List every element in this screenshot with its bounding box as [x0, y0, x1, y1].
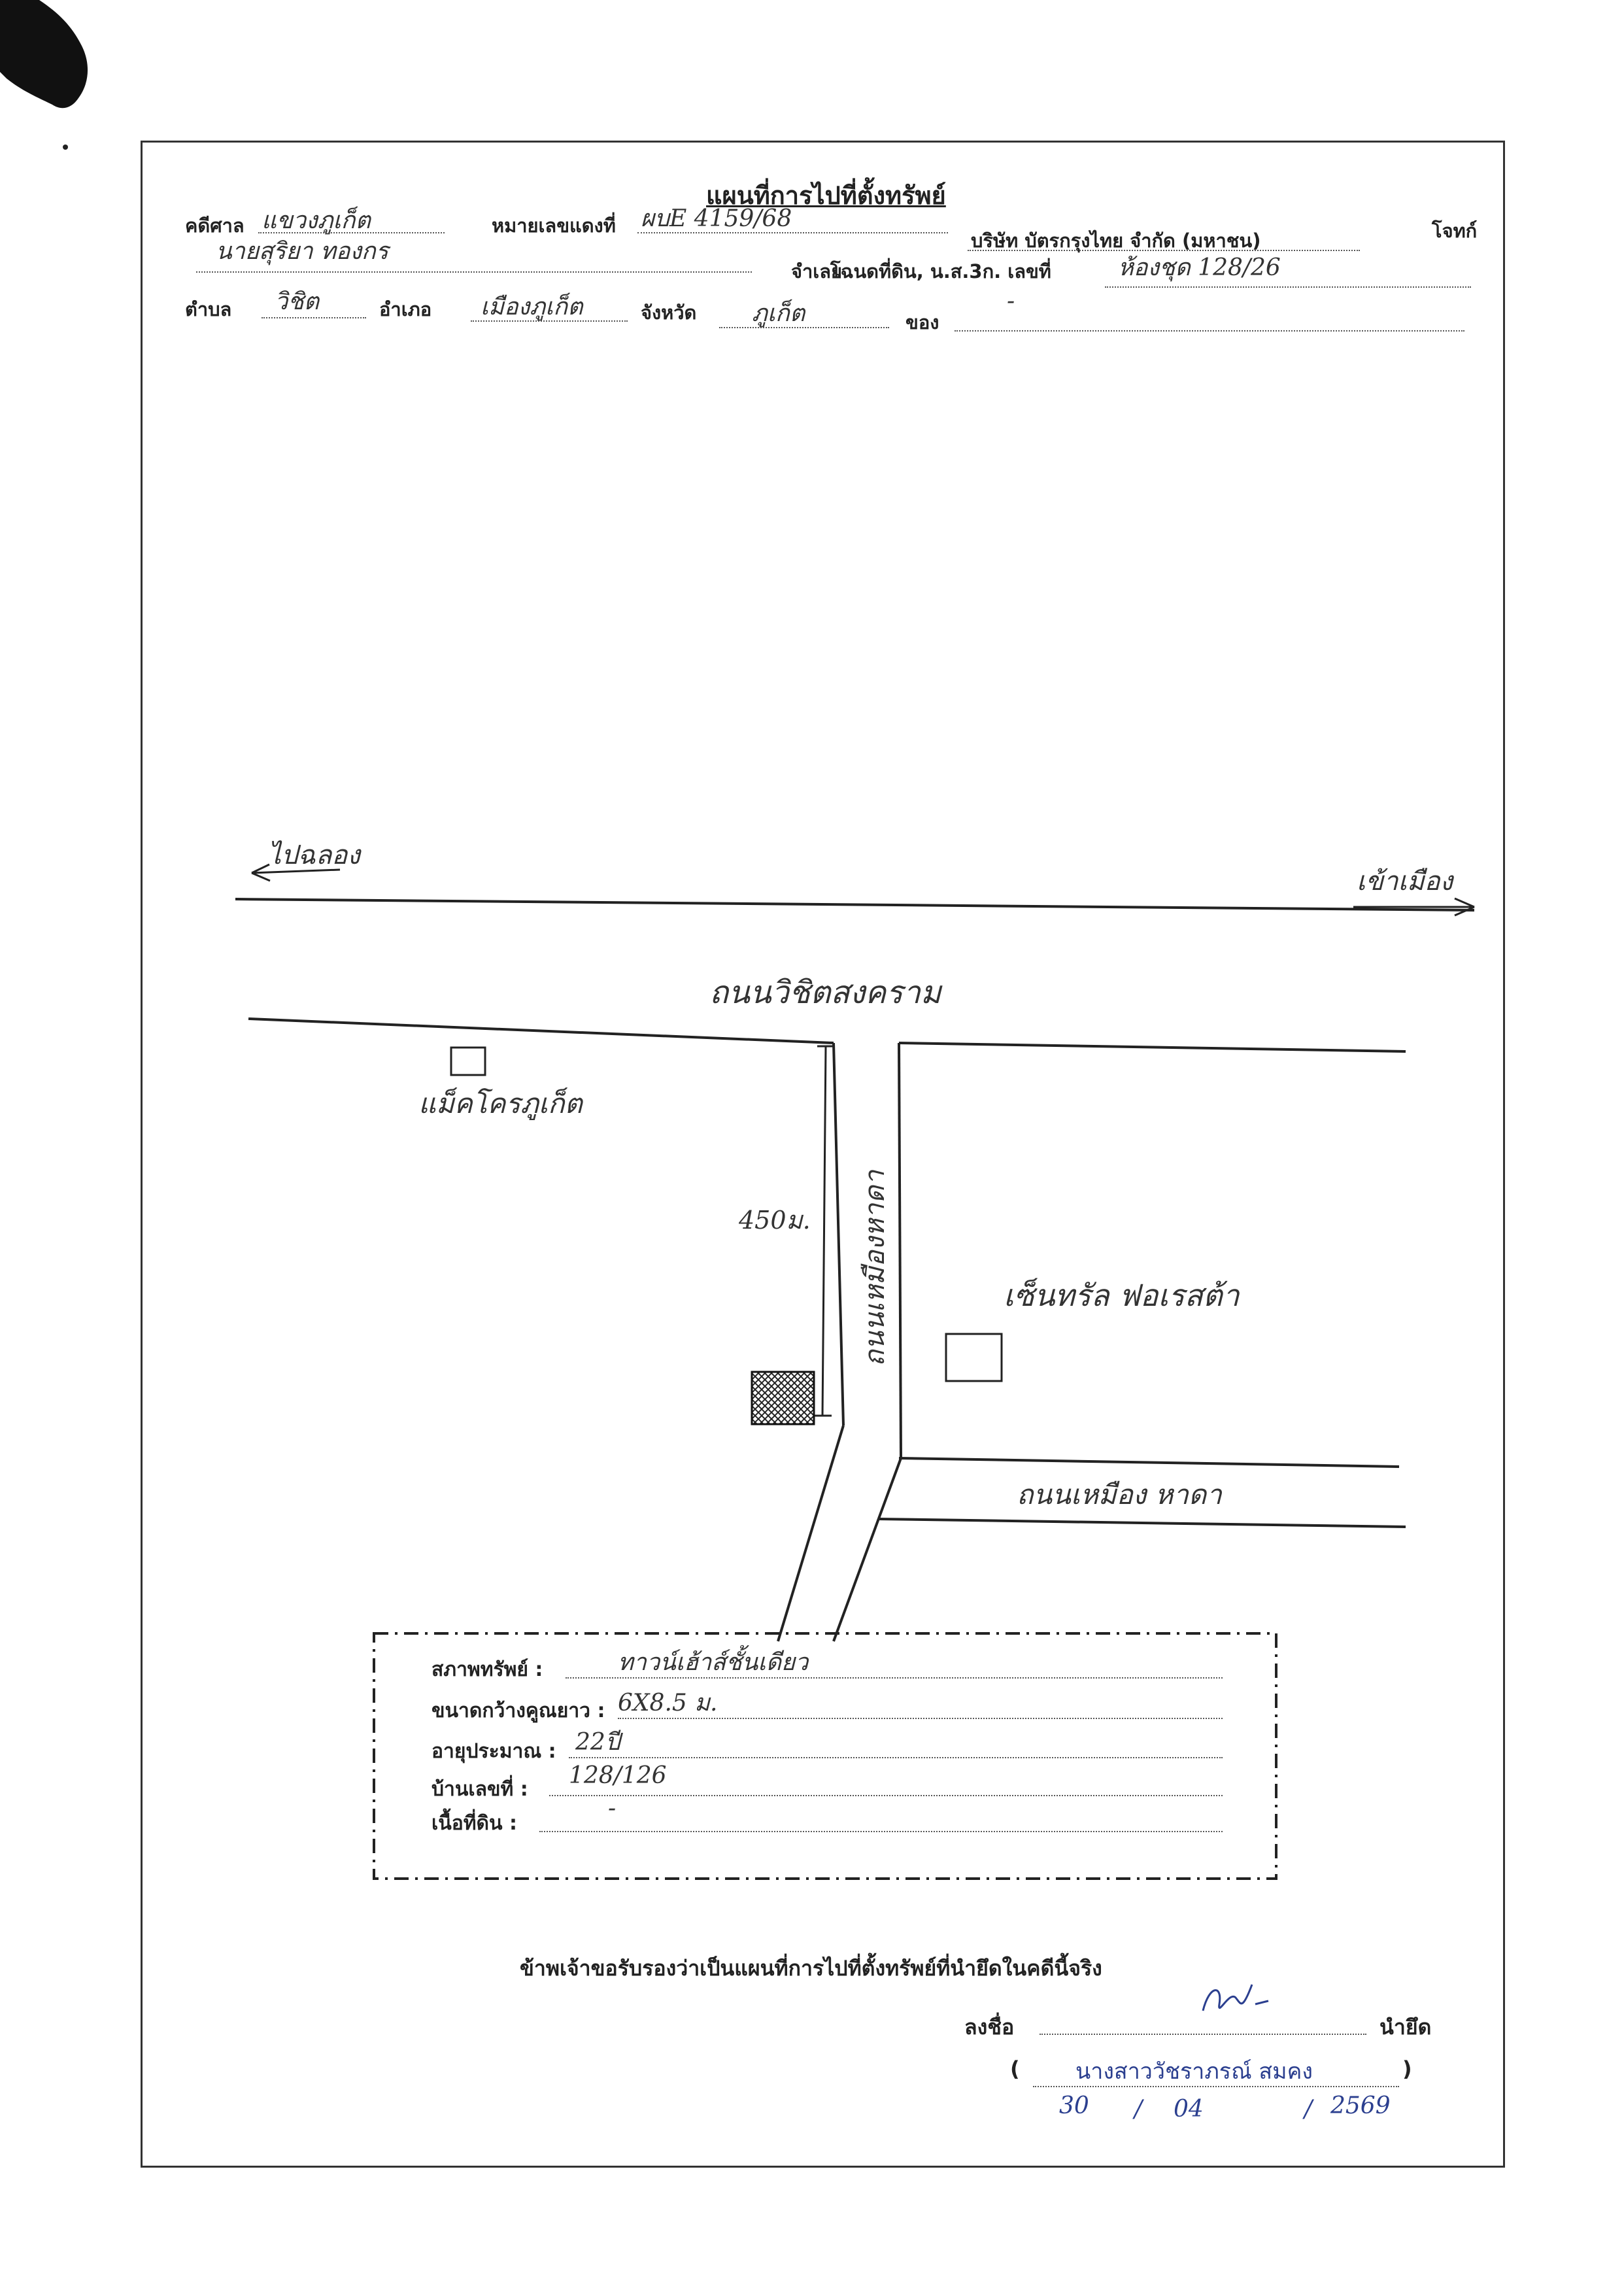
- red-case-label: หมายเลขแดงที่: [492, 214, 616, 237]
- sign-label: ลงชื่อ: [964, 2015, 1015, 2039]
- province-value: ภูเก็ต: [752, 300, 805, 327]
- subdistrict-value: วิชิต: [275, 288, 320, 315]
- province-dots: [719, 327, 889, 328]
- landmark-right-box: [945, 1333, 1003, 1382]
- district-label: อำเภอ: [379, 298, 432, 320]
- date-month: 04: [1174, 2096, 1204, 2123]
- of-value: -: [1007, 288, 1015, 315]
- date-year: 2569: [1330, 2092, 1391, 2119]
- age-dots: [569, 1757, 1223, 1758]
- district-dots: [471, 320, 628, 322]
- province-label: จังหวัด: [641, 301, 697, 324]
- date-sep-2: /: [1304, 2096, 1313, 2123]
- court-dots: [258, 232, 445, 233]
- age-value: 22ปี: [575, 1729, 620, 1756]
- plaintiff-role: โจทก์: [1432, 220, 1478, 242]
- defendant-value: นายสุริยา ทองกร: [216, 238, 389, 265]
- signer-name: นางสาววัชราภรณ์ สมคง: [1075, 2058, 1313, 2085]
- name-close-paren: ): [1402, 2056, 1412, 2081]
- main-road-top-line: [235, 898, 1475, 912]
- of-label: ของ: [905, 311, 939, 333]
- defendant-label: จำเลย: [791, 260, 842, 282]
- date-sep-1: /: [1134, 2096, 1143, 2123]
- defendant-dots: [196, 271, 752, 273]
- distance-line: [821, 1046, 827, 1416]
- branch-road-top: [898, 1457, 1400, 1468]
- land-area-label: เนื้อที่ดิน :: [431, 1812, 517, 1835]
- name-open-paren: (: [1010, 2056, 1020, 2081]
- subdistrict-dots: [262, 317, 366, 318]
- arrow-left-line: [251, 868, 341, 874]
- distance-label: 450ม.: [739, 1206, 811, 1235]
- side-road-vertical-label: ถนนเหมืองหาดา: [858, 1170, 890, 1367]
- arrow-left-label: ไปฉลอง: [268, 840, 360, 870]
- certification-text: ข้าพเจ้าขอรับรองว่าเป็นแผนที่การไปที่ตั้…: [520, 1956, 1102, 1981]
- signature-dots: [1040, 2034, 1366, 2035]
- red-case-value: ผบE 4159/68: [641, 205, 792, 232]
- land-area-dots: [539, 1831, 1223, 1832]
- document-title: แผนที่การไปที่ตั้งทรัพย์: [706, 181, 946, 210]
- size-label: ขนาดกว้างคูณยาว :: [431, 1699, 605, 1722]
- scan-blot: [0, 0, 88, 150]
- condition-value: ทาวน์เฮ้าส์ชั้นเดียว: [618, 1649, 809, 1676]
- sign-role: นำยึด: [1379, 2015, 1432, 2039]
- name-dots: [1033, 2086, 1399, 2087]
- document-frame: [141, 141, 1505, 2168]
- deed-dots: [1105, 286, 1471, 288]
- side-road-left-lower: [777, 1425, 845, 1642]
- landmark-left-label: แม็คโครภูเก็ต: [418, 1087, 583, 1119]
- court-label: คดีศาล: [185, 214, 245, 237]
- plaintiff-name: บริษัท บัตรกรุงไทย จำกัด (มหาชน): [971, 230, 1261, 252]
- main-road-label: ถนนวิชิตสงคราม: [709, 974, 941, 1011]
- arrow-right-label: เข้าเมือง: [1357, 866, 1453, 896]
- house-no-value: 128/126: [569, 1762, 667, 1789]
- age-label: อายุประมาณ :: [431, 1740, 556, 1763]
- house-no-label: บ้านเลขที่ :: [431, 1778, 528, 1801]
- property-info-box: สภาพทรัพย์ : ทาวน์เฮ้าส์ชั้นเดียว ขนาดกว…: [373, 1618, 1278, 1877]
- date-day: 30: [1059, 2092, 1089, 2119]
- property-marker: [751, 1371, 815, 1425]
- red-case-dots: [637, 232, 948, 233]
- district-value: เมืองภูเก็ต: [481, 294, 583, 320]
- landmark-left-box: [450, 1046, 486, 1076]
- of-dots: [955, 330, 1464, 332]
- court-value: แขวงภูเก็ต: [262, 207, 371, 234]
- side-road-left: [832, 1042, 845, 1426]
- deed-value: ห้องชุด 128/26: [1118, 254, 1281, 281]
- plaintiff-dots: [968, 250, 1360, 251]
- property-info-box-border: [373, 1632, 1277, 1880]
- side-road-right: [898, 1042, 902, 1459]
- landmark-right-label: เซ็นทรัล ฟอเรสต้า: [1004, 1278, 1240, 1313]
- signature-scribble: [1202, 1984, 1269, 2011]
- arrow-left-head: [251, 863, 271, 882]
- condition-label: สภาพทรัพย์ :: [431, 1658, 543, 1681]
- subdistrict-label: ตำบล: [185, 298, 232, 320]
- land-area-value: -: [608, 1795, 617, 1822]
- size-value: 6X8.5 ม.: [618, 1690, 718, 1716]
- side-road-right-lower: [832, 1458, 902, 1642]
- deed-label: โฉนดที่ดิน, น.ส.3ก. เลขที่: [830, 260, 1051, 282]
- house-no-dots: [549, 1795, 1223, 1796]
- side-road-horizontal-label: ถนนเหมือง หาดา: [1017, 1478, 1222, 1510]
- size-dots: [618, 1718, 1223, 1719]
- branch-road-bottom: [879, 1518, 1406, 1528]
- condition-dots: [566, 1677, 1223, 1679]
- main-road-bottom-left: [248, 1017, 834, 1044]
- main-road-bottom-right: [898, 1042, 1406, 1053]
